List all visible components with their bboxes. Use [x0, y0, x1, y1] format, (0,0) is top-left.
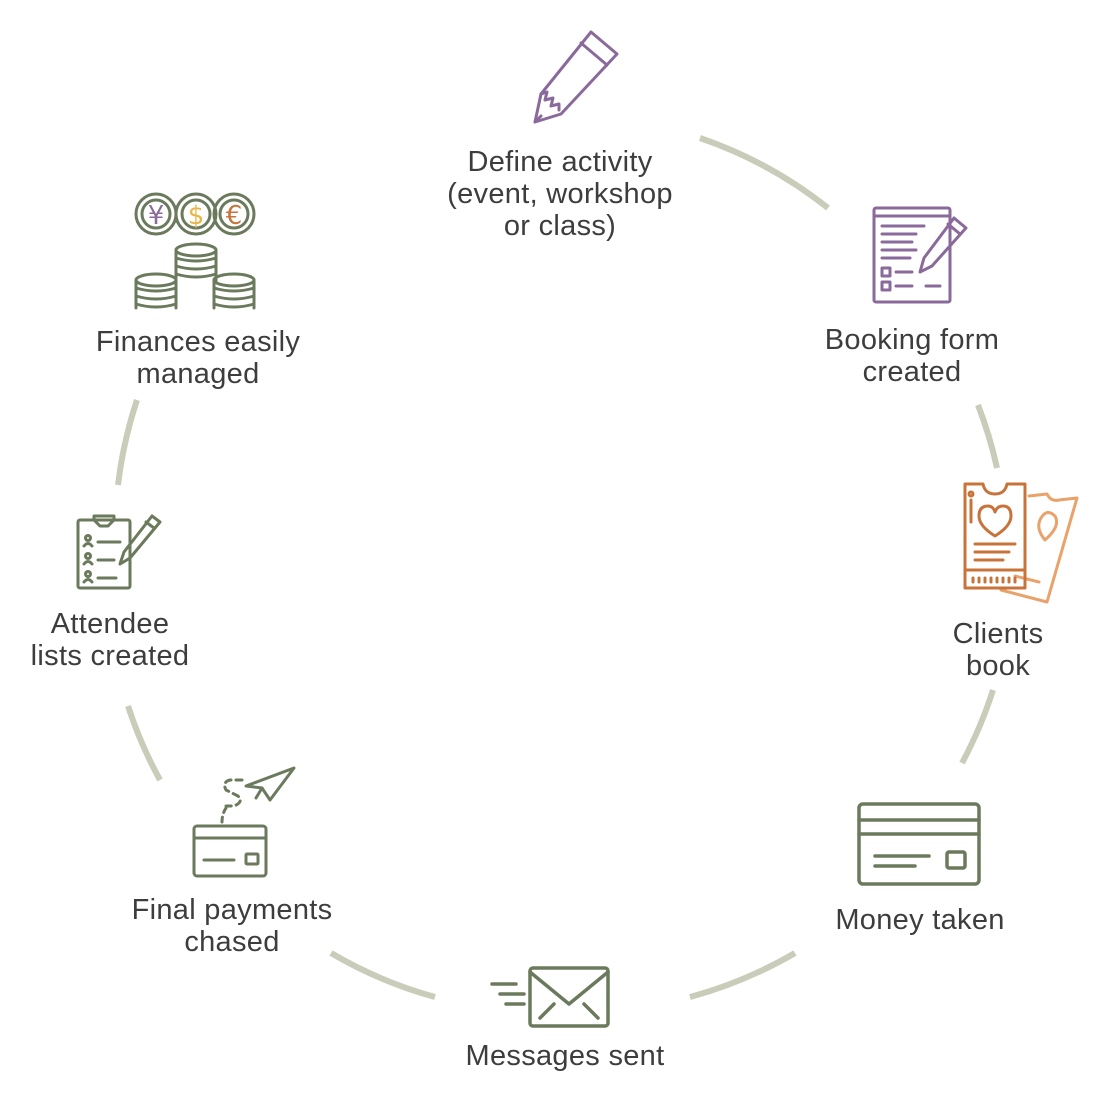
step-messages-sent-label: Messages sent	[415, 1040, 715, 1072]
label-line: lists created	[30, 640, 190, 672]
label-line: Finances easily	[95, 326, 301, 358]
ring-arc-attendee-finances	[115, 399, 140, 486]
dollar-symbol: $	[188, 201, 205, 231]
label-line: Define activity	[467, 146, 653, 178]
label-line: Booking form	[824, 324, 1000, 356]
label-line: Attendee	[50, 608, 170, 640]
label-line: Messages sent	[465, 1040, 665, 1072]
label-line: Clients	[952, 618, 1044, 650]
envelope-icon	[490, 966, 610, 1028]
booking-form-icon	[872, 206, 968, 304]
euro-symbol: €	[226, 201, 243, 231]
step-clients-book-label: Clients book	[898, 618, 1098, 682]
ring-arc-define-booking	[699, 135, 830, 211]
label-line: book	[965, 650, 1031, 682]
label-line: (event, workshop	[447, 178, 673, 210]
ring-arc-booking-clients	[975, 403, 1000, 469]
step-money-taken-label: Money taken	[770, 904, 1070, 936]
label-line: managed	[136, 358, 260, 390]
ring-arc-messages-final	[329, 950, 436, 1000]
credit-card-icon	[857, 802, 981, 886]
label-line: or class)	[503, 210, 617, 242]
ticket-icon	[963, 482, 1079, 604]
label-line: Final payments	[131, 894, 333, 926]
label-line: Money taken	[835, 904, 1005, 936]
ring-arc-money-messages	[689, 950, 797, 1000]
step-final-payments-label: Final payments chased	[92, 894, 372, 958]
pencil-icon	[533, 30, 619, 124]
ring-arc-clients-money	[959, 689, 996, 765]
label-line: chased	[184, 926, 280, 958]
step-define-activity-label: Define activity (event, workshop or clas…	[420, 146, 700, 242]
label-line: created	[862, 356, 962, 388]
step-attendee-lists-label: Attendee lists created	[0, 608, 225, 672]
step-booking-form-label: Booking form created	[772, 324, 1052, 388]
yen-symbol: ¥	[148, 201, 165, 231]
coins-icon: ¥ $ €	[134, 192, 256, 310]
step-finances-label: Finances easily managed	[58, 326, 338, 390]
card-payment-icon	[192, 766, 296, 878]
ring-arc-final-attendee	[125, 705, 163, 782]
clipboard-icon	[76, 514, 162, 590]
